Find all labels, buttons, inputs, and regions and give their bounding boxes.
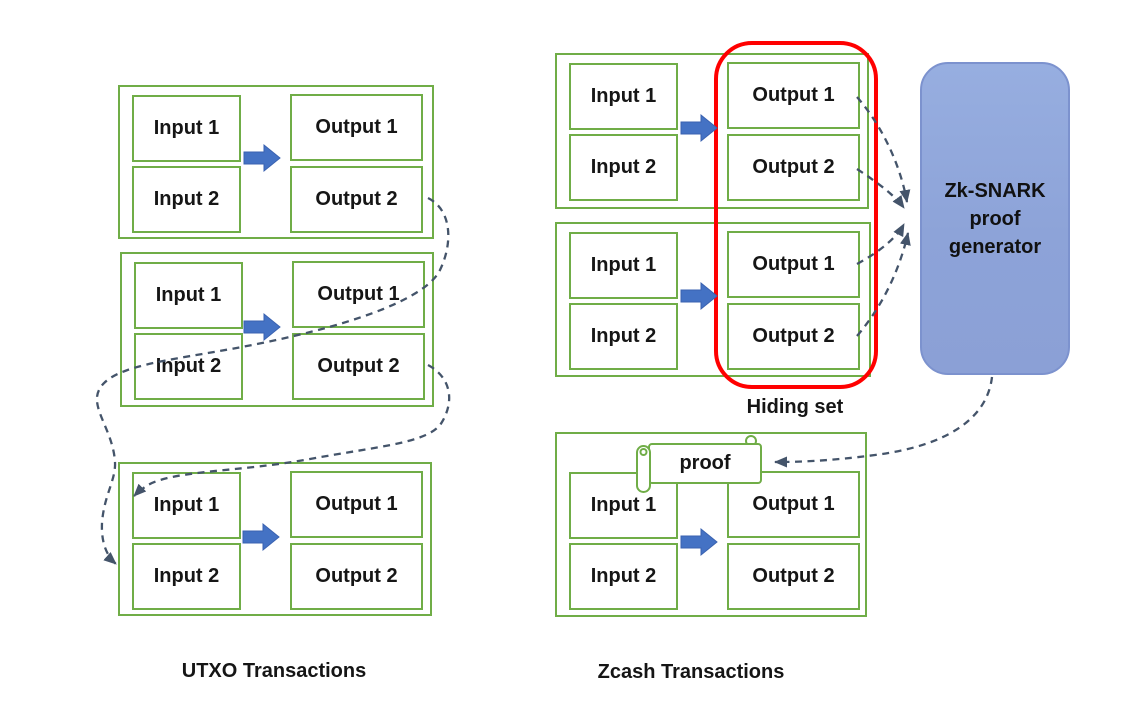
input-box: Input 2 (132, 166, 241, 233)
utxo-transactions-caption: UTXO Transactions (118, 660, 430, 683)
zk-snark-proof-generator-box: Zk-SNARK proof generator (920, 62, 1070, 375)
input-box: Input 2 (569, 303, 678, 370)
hiding-set-label: Hiding set (714, 396, 876, 419)
input-label: Input 1 (590, 85, 657, 107)
input-label: Input 2 (155, 355, 222, 377)
input-label: Input 2 (153, 565, 220, 587)
output-box: Output 2 (727, 543, 860, 610)
zcash-transaction-1: Input 1 Input 2 Output 1 Output 2 (555, 53, 869, 209)
output-label: Output 1 (752, 84, 835, 106)
zcash-transactions-caption: Zcash Transactions (536, 661, 846, 684)
input-label: Input 1 (590, 254, 657, 276)
input-box: Input 2 (569, 543, 678, 610)
output-box: Output 2 (290, 166, 423, 233)
generator-label-line: generator (948, 235, 1042, 258)
input-box: Input 1 (132, 472, 241, 539)
caption-text: UTXO Transactions (181, 660, 367, 682)
input-box: Input 1 (569, 232, 678, 299)
output-label: Output 2 (317, 355, 400, 377)
hiding-set-text: Hiding set (746, 396, 844, 418)
output-label: Output 2 (752, 156, 835, 178)
input-label: Input 1 (590, 494, 657, 516)
input-box: Input 2 (134, 333, 243, 400)
input-label: Input 1 (155, 284, 222, 306)
output-box: Output 1 (727, 231, 860, 298)
output-label: Output 1 (752, 253, 835, 275)
output-label: Output 2 (315, 565, 398, 587)
output-box: Output 2 (727, 303, 860, 370)
output-label: Output 2 (752, 565, 835, 587)
input-box: Input 1 (134, 262, 243, 329)
output-label: Output 1 (317, 283, 400, 305)
input-label: Input 2 (153, 188, 220, 210)
output-box: Output 2 (290, 543, 423, 610)
zcash-transaction-2: Input 1 Input 2 Output 1 Output 2 (555, 222, 871, 377)
input-box: Input 2 (569, 134, 678, 201)
utxo-transaction-3: Input 1 Input 2 Output 1 Output 2 (118, 462, 432, 616)
input-label: Input 2 (590, 325, 657, 347)
output-label: Output 1 (315, 493, 398, 515)
utxo-transaction-2: Input 1 Input 2 Output 1 Output 2 (120, 252, 434, 407)
caption-text: Zcash Transactions (597, 661, 785, 683)
output-box: Output 1 (292, 261, 425, 328)
input-box: Input 1 (569, 472, 678, 539)
input-box: Input 1 (569, 63, 678, 130)
input-label: Input 1 (153, 117, 220, 139)
output-box: Output 2 (727, 134, 860, 201)
output-label: Output 2 (752, 325, 835, 347)
output-label: Output 1 (752, 493, 835, 515)
generator-label-line: Zk-SNARK (944, 179, 1046, 202)
output-label: Output 1 (315, 116, 398, 138)
output-label: Output 2 (315, 188, 398, 210)
proof-scroll-label: proof (650, 444, 760, 482)
output-box: Output 1 (290, 94, 423, 161)
input-box: Input 2 (132, 543, 241, 610)
generator-label-line: proof (969, 207, 1021, 230)
output-box: Output 1 (290, 471, 423, 538)
utxo-transaction-1: Input 1 Input 2 Output 1 Output 2 (118, 85, 434, 239)
input-label: Input 2 (590, 156, 657, 178)
input-box: Input 1 (132, 95, 241, 162)
output-box: Output 1 (727, 62, 860, 129)
proof-text: proof (679, 451, 731, 474)
input-label: Input 1 (153, 494, 220, 516)
output-box: Output 2 (292, 333, 425, 400)
input-label: Input 2 (590, 565, 657, 587)
